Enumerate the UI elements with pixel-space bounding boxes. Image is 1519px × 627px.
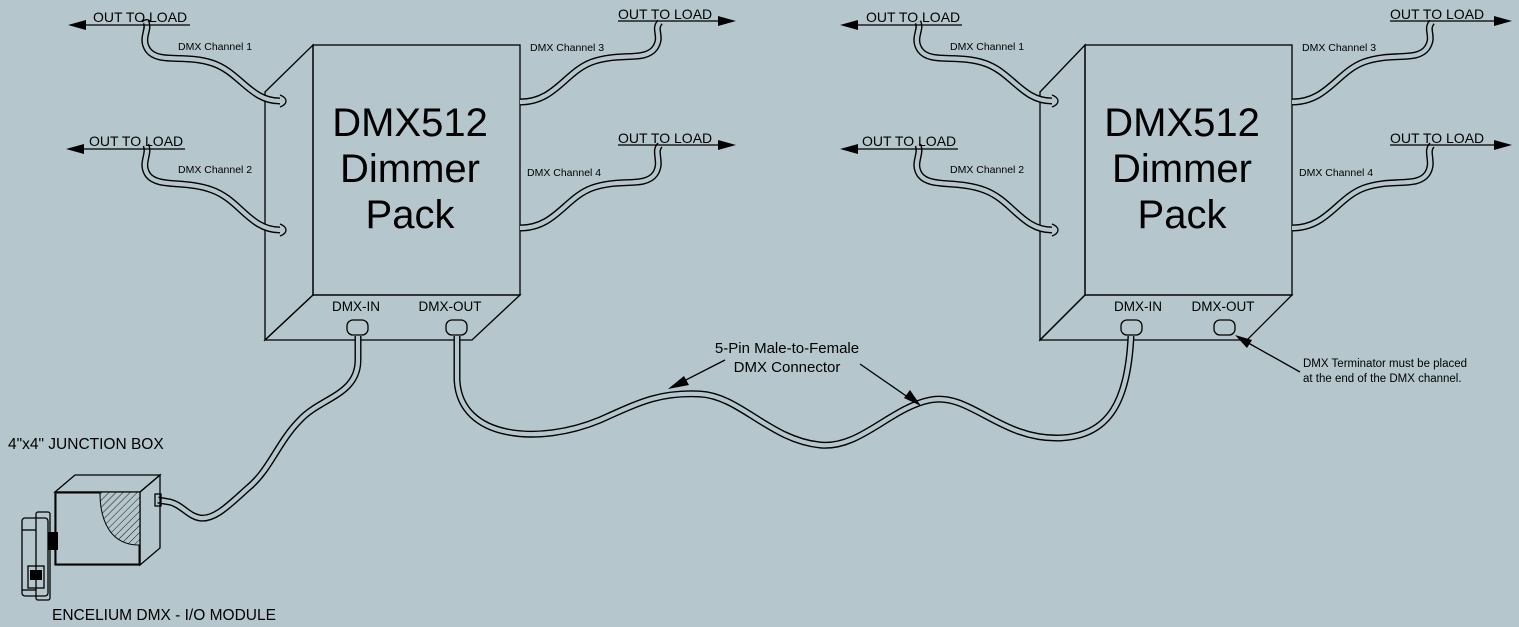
dimmer-pack-2-channel-1-label: DMX Channel 1 (950, 41, 1024, 53)
dmx-link-cable (453, 335, 1135, 449)
module-label: ENCELIUM DMX - I/O MODULE (52, 607, 276, 624)
dimmer-pack-2: DMX512 Dimmer Pack DMX-IN DMX-OUT (840, 6, 1512, 342)
dimmer-pack-2-channel-3-cable (1291, 19, 1435, 106)
dimmer-pack-1: DMX512 Dimmer Pack DMX-IN DMX-OUT (66, 6, 736, 342)
dimmer-pack-2-load-label-2: OUT TO LOAD (862, 133, 956, 149)
terminator-callout: DMX Terminator must be placed at the end… (1235, 335, 1467, 385)
junction-box-cable (157, 336, 362, 522)
dimmer-pack-1-channel-1-cable (141, 19, 287, 108)
dimmer-pack-2-load-arrow-2 (840, 144, 958, 154)
dimmer-pack-2-load-label-1: OUT TO LOAD (866, 9, 960, 25)
junction-box (53, 473, 162, 567)
terminator-note-line1: DMX Terminator must be placed (1303, 358, 1467, 370)
dimmer-pack-2-channel-1-cable (913, 20, 1059, 108)
junction-box-label: 4"x4" JUNCTION BOX (8, 436, 164, 453)
dimmer-pack-2-load-label-3: OUT TO LOAD (1390, 6, 1484, 22)
terminator-note-line2: at the end of the DMX channel. (1303, 373, 1462, 385)
dimmer-pack-2-channel-4-cable (1291, 142, 1435, 232)
dimmer-pack-1-load-arrow-4 (618, 140, 736, 150)
dimmer-pack-1-dmx-out-label: DMX-OUT (419, 299, 482, 314)
dimmer-pack-1-load-arrow-2 (66, 144, 185, 154)
dimmer-pack-2-load-label-4: OUT TO LOAD (1390, 130, 1484, 146)
dimmer-pack-2-dmx-in-port (1120, 319, 1143, 336)
dimmer-pack-1-channel-4-label: DMX Channel 4 (527, 167, 601, 179)
dimmer-pack-2-channel-2-label: DMX Channel 2 (950, 164, 1024, 176)
dimmer-pack-2-title-line1: DMX512 (1104, 101, 1260, 145)
dimmer-pack-2-channel-3-label: DMX Channel 3 (1302, 42, 1376, 54)
dimmer-pack-1-load-label-1: OUT TO LOAD (93, 9, 187, 25)
dimmer-pack-1-dmx-in-label: DMX-IN (332, 299, 380, 314)
connector-label-line1: 5-Pin Male-to-Female (715, 340, 859, 357)
junction-box-knockout (154, 493, 162, 507)
dimmer-pack-1-title-line3: Pack (366, 193, 456, 237)
dimmer-pack-2-channel-2-cable (913, 143, 1059, 237)
dimmer-pack-1-channel-4-cable (519, 142, 663, 232)
dimmer-pack-2-title-line2: Dimmer (1112, 147, 1252, 191)
dimmer-pack-2-dmx-out-port (1213, 319, 1236, 336)
encelium-dmx-io-module (21, 511, 58, 601)
dimmer-pack-1-box: DMX512 Dimmer Pack DMX-IN DMX-OUT (263, 43, 522, 342)
dimmer-pack-1-title-line2: Dimmer (340, 147, 480, 191)
dimmer-pack-2-load-arrow-3 (1390, 16, 1512, 26)
dimmer-pack-2-dmx-out-label: DMX-OUT (1192, 299, 1255, 314)
dimmer-pack-1-load-label-3: OUT TO LOAD (618, 6, 712, 22)
connector-label-line2: DMX Connector (734, 359, 841, 376)
dimmer-pack-1-dmx-out-port (445, 319, 468, 336)
dimmer-pack-1-load-label-2: OUT TO LOAD (89, 133, 183, 149)
dimmer-pack-2-dmx-in-label: DMX-IN (1114, 299, 1162, 314)
dimmer-pack-1-title-line1: DMX512 (332, 101, 488, 145)
dimmer-pack-2-box: DMX512 Dimmer Pack DMX-IN DMX-OUT (1038, 43, 1294, 342)
dimmer-pack-1-channel-1-label: DMX Channel 1 (178, 41, 252, 53)
dimmer-pack-1-channel-3-cable (519, 19, 663, 106)
dimmer-pack-2-load-arrow-1 (840, 20, 962, 30)
dimmer-pack-1-load-label-4: OUT TO LOAD (618, 130, 712, 146)
dimmer-pack-1-dmx-in-port (346, 319, 369, 336)
connector-callout: 5-Pin Male-to-Female DMX Connector (668, 340, 921, 406)
dimmer-pack-2-load-arrow-4 (1390, 140, 1512, 150)
dimmer-pack-2-title-line3: Pack (1138, 193, 1228, 237)
dimmer-pack-1-channel-3-label: DMX Channel 3 (530, 42, 604, 54)
dimmer-pack-1-load-arrow-3 (618, 16, 736, 26)
dimmer-pack-2-channel-4-label: DMX Channel 4 (1299, 167, 1373, 179)
dimmer-pack-1-load-arrow-1 (68, 20, 190, 30)
dimmer-pack-1-channel-2-cable (141, 143, 287, 237)
dimmer-pack-1-channel-2-label: DMX Channel 2 (178, 164, 252, 176)
